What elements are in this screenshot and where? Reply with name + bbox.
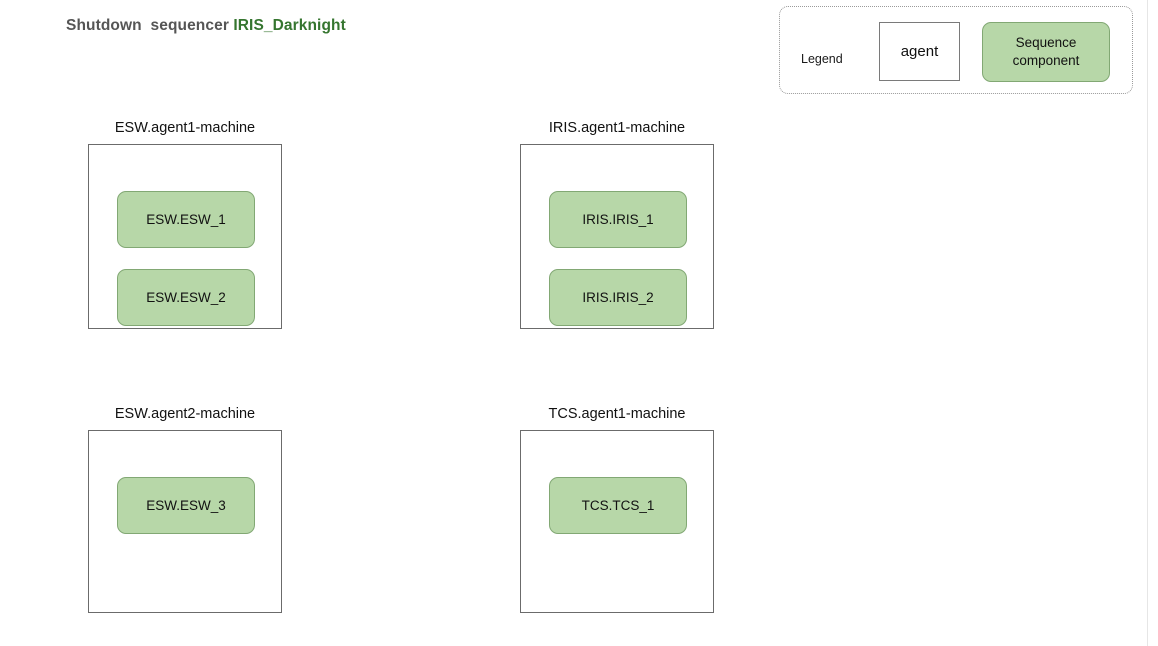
legend-panel: Legend agent Sequence component [779,6,1133,94]
sequence-component-label: ESW.ESW_1 [146,212,226,227]
canvas-right-edge [1147,0,1148,646]
sequence-component-label: TCS.TCS_1 [581,498,655,513]
sequence-component[interactable]: ESW.ESW_2 [117,269,255,326]
legend-swatch-agent: agent [879,22,960,81]
sequence-component[interactable]: TCS.TCS_1 [549,477,687,534]
page-title-prefix: Shutdown sequencer [66,17,234,34]
page-title: Shutdown sequencer IRIS_Darknight [66,17,346,35]
legend-swatch-component-label-line1: Sequence [1015,35,1077,50]
agent-container[interactable]: TCS.TCS_1 [520,430,714,613]
sequencer-name: IRIS_Darknight [233,17,346,34]
machine-label: ESW.agent1-machine [114,120,256,136]
machine-label: IRIS.agent1-machine [548,120,686,136]
legend-swatch-agent-label: agent [900,43,939,60]
sequence-component-label: ESW.ESW_2 [146,290,226,305]
agent-container[interactable]: ESW.ESW_1 ESW.ESW_2 [88,144,282,329]
legend-swatch-component-label-line2: component [1012,53,1080,68]
sequence-component[interactable]: ESW.ESW_3 [117,477,255,534]
agent-container[interactable]: IRIS.IRIS_1 IRIS.IRIS_2 [520,144,714,329]
legend-title: Legend [801,52,843,66]
sequence-component[interactable]: IRIS.IRIS_2 [549,269,687,326]
legend-swatch-sequence-component: Sequence component [982,22,1110,82]
sequence-component-label: IRIS.IRIS_1 [582,212,654,227]
agent-container[interactable]: ESW.ESW_3 [88,430,282,613]
sequence-component-label: ESW.ESW_3 [146,498,226,513]
sequence-component[interactable]: ESW.ESW_1 [117,191,255,248]
sequence-component[interactable]: IRIS.IRIS_1 [549,191,687,248]
sequence-component-label: IRIS.IRIS_2 [582,290,654,305]
machine-label: TCS.agent1-machine [548,406,686,422]
machine-label: ESW.agent2-machine [114,406,256,422]
